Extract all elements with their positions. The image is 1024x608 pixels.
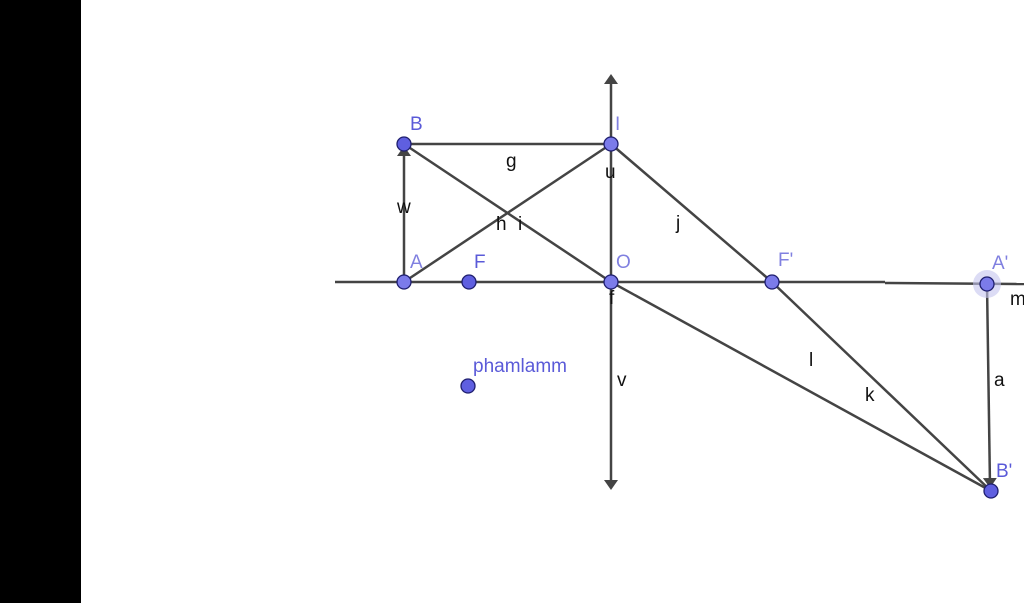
label-F-prime: F' [778,250,793,271]
segment-h[interactable] [403,142,612,284]
side-panel [0,0,81,603]
label-phamlamm: phamlamm [473,356,567,377]
label-w: w [396,197,411,218]
label-B-prime: B' [996,461,1012,482]
label-a: a [994,370,1005,391]
point-A-prime[interactable] [979,276,995,292]
point-phamlamm[interactable] [460,378,476,394]
label-O: O [616,252,631,273]
point-F-prime[interactable] [764,274,780,290]
segment-k[interactable] [771,281,992,492]
segment-l[interactable] [610,280,992,493]
label-u: u [605,162,616,183]
label-l: l [809,350,813,371]
point-B-prime[interactable] [983,483,999,499]
label-m: m [1010,289,1024,310]
label-v: v [617,370,627,391]
point-I[interactable] [603,136,619,152]
label-I: I [615,114,620,135]
label-F: F [474,252,486,273]
label-i: i [518,214,522,235]
point-O[interactable] [603,274,619,290]
label-A-prime: A' [992,253,1008,274]
segment-j[interactable] [610,143,773,283]
label-j: j [675,213,680,234]
point-B[interactable] [396,136,412,152]
label-k: k [865,385,875,406]
label-h: h [496,214,507,235]
graphics-view[interactable]: B I A F O F' A' B' phamlamm g u w h i j … [81,0,1024,603]
point-F[interactable] [461,274,477,290]
construction-svg[interactable]: B I A F O F' A' B' phamlamm g u w h i j … [81,0,1024,603]
label-A: A [410,252,423,273]
label-f: f [609,288,615,309]
label-B: B [410,114,423,135]
point-A[interactable] [396,274,412,290]
label-g: g [506,151,517,172]
image-vector-a[interactable] [982,283,997,488]
principal-axis-line-m[interactable] [884,281,1024,286]
